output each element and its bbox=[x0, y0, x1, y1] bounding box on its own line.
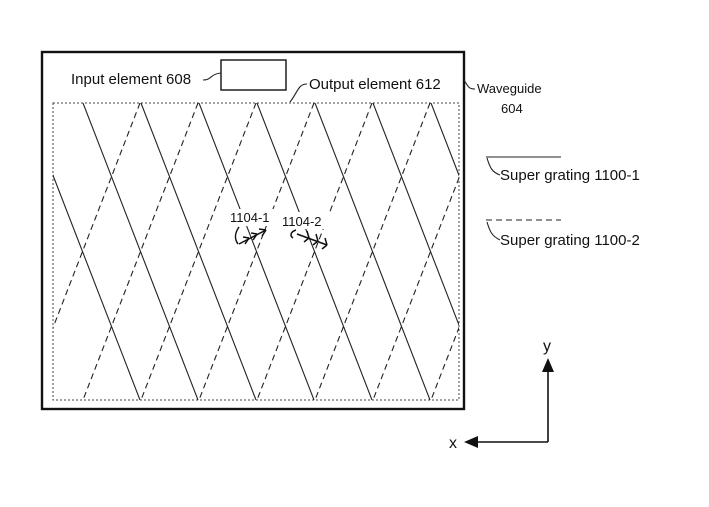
waveguide-border bbox=[42, 52, 464, 409]
grating-vector-1104-1-label: 1104-1 bbox=[230, 210, 270, 225]
super-grating-1100-1-lines bbox=[25, 103, 546, 400]
input-element-box bbox=[221, 60, 286, 90]
y-axis-label: y bbox=[543, 338, 551, 355]
input-element-leader bbox=[203, 73, 221, 80]
input-element-label: Input element 608 bbox=[71, 71, 191, 88]
waveguide-label-line2: 604 bbox=[501, 101, 523, 116]
x-axis-arrowhead bbox=[464, 436, 478, 448]
legend-super-grating-1100-1: Super grating 1100-1 bbox=[500, 167, 640, 184]
legend-solid-leader bbox=[487, 158, 500, 175]
output-element-label: Output element 612 bbox=[309, 76, 441, 93]
grating-vector-1104-2-label: 1104-2 bbox=[282, 214, 322, 229]
super-grating-1100-2-lines bbox=[25, 103, 546, 400]
axes-indicator bbox=[464, 358, 554, 448]
legend-super-grating-1100-2: Super grating 1100-2 bbox=[500, 232, 640, 249]
grating-vector-1104-2-arrow bbox=[291, 230, 327, 249]
waveguide-label-line1: Waveguide bbox=[477, 81, 542, 96]
output-element-leader bbox=[290, 84, 307, 102]
waveguide-leader bbox=[464, 80, 475, 89]
y-axis-arrowhead bbox=[542, 358, 554, 372]
x-axis-label: x bbox=[449, 435, 457, 452]
legend-dashed-leader bbox=[487, 222, 500, 240]
